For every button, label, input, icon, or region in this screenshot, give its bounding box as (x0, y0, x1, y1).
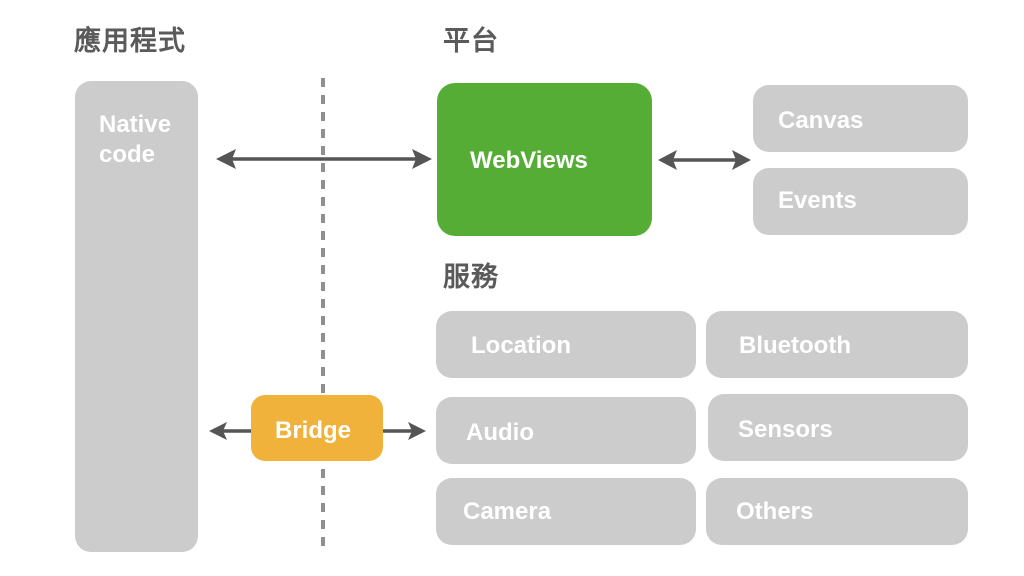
canvas-label: Canvas (778, 107, 864, 134)
webviews-box: WebViews (437, 83, 652, 236)
canvas-box: Canvas (753, 85, 968, 152)
bluetooth-label: Bluetooth (739, 332, 851, 359)
sensors-box: Sensors (708, 394, 968, 461)
native-code-label-line2: code (99, 141, 156, 168)
events-label: Events (778, 187, 857, 214)
events-box: Events (753, 168, 968, 235)
application-heading: 應用程式 (74, 26, 186, 57)
bridge-box: Bridge (251, 395, 383, 461)
others-label: Others (736, 498, 814, 525)
native-code-label-line1: Native (99, 111, 172, 138)
native-code-box: Native code (75, 81, 198, 552)
bridge-services-arrow-head (408, 422, 426, 440)
audio-label: Audio (466, 419, 534, 446)
bridge-services-arrow (383, 422, 426, 440)
webviews-features-arrow-right-head (732, 150, 751, 170)
bridge-native-arrow-head (209, 422, 227, 440)
bridge-label: Bridge (275, 417, 352, 444)
webviews-features-arrow (658, 150, 751, 170)
webviews-features-arrow-left-head (658, 150, 677, 170)
bridge-native-arrow (209, 422, 251, 440)
native-webviews-arrow-left-head (216, 149, 236, 169)
app-platform-divider (321, 78, 325, 548)
location-box: Location (436, 311, 696, 378)
location-label: Location (471, 332, 571, 359)
bluetooth-box: Bluetooth (706, 311, 968, 378)
sensors-label: Sensors (738, 416, 833, 443)
others-box: Others (706, 478, 968, 545)
platform-heading: 平台 (443, 26, 499, 57)
native-webviews-arrow-right-head (412, 149, 432, 169)
webviews-label: WebViews (470, 147, 588, 174)
camera-label: Camera (463, 498, 552, 525)
services-heading: 服務 (443, 262, 499, 293)
audio-box: Audio (436, 397, 696, 464)
camera-box: Camera (436, 478, 696, 545)
